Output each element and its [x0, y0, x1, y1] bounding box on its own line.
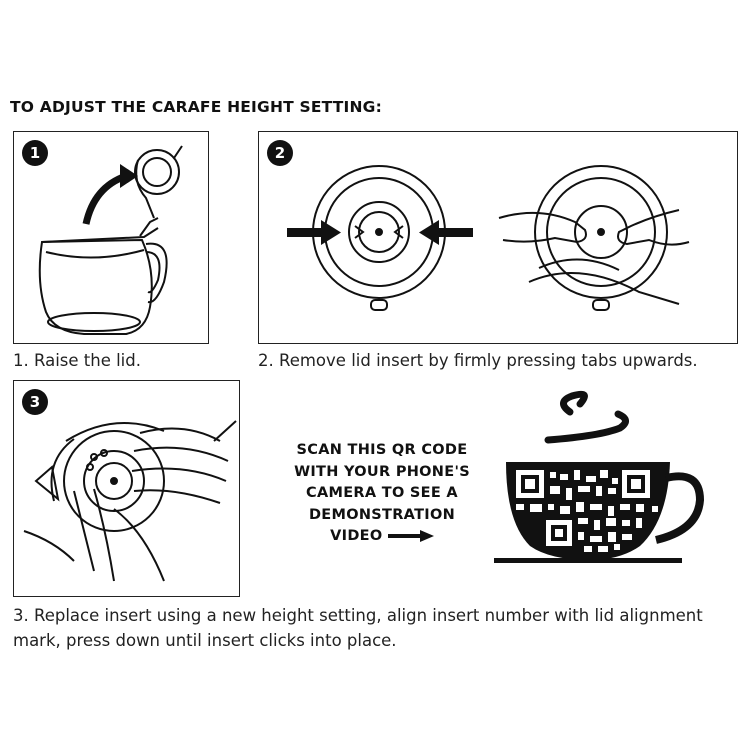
qr-line-1: SCAN THIS QR CODE [296, 442, 468, 458]
step-3-panel: 3 [13, 380, 240, 597]
lid-insert-tabs-illustration-icon [287, 165, 690, 311]
qr-line-5: VIDEO [268, 526, 496, 548]
qr-line-2: WITH YOUR PHONE'S [294, 463, 470, 480]
step-1-caption: 1. Raise the lid. [13, 351, 141, 370]
page-title: TO ADJUST THE CARAFE HEIGHT SETTING: [10, 98, 383, 116]
carafe-lid-raise-illustration-icon [38, 145, 183, 335]
step-1-panel: 1 [13, 131, 209, 344]
qr-line-4: DEMONSTRATION [308, 506, 456, 523]
arrow-right-icon [387, 530, 434, 542]
qr-line-3: CAMERA TO SEE A [306, 485, 458, 501]
step-3-caption: 3. Replace insert using a new height set… [13, 606, 703, 650]
qr-line-5-text: VIDEO [330, 528, 383, 544]
qr-instructions: SCAN THIS QR CODE WITH YOUR PHONE'S CAME… [268, 440, 496, 548]
step-2-badge: 2 [267, 140, 293, 166]
insert-replace-hands-illustration-icon [23, 420, 237, 582]
step-1-badge: 1 [22, 140, 48, 166]
step-3-badge: 3 [22, 389, 48, 415]
step-2-caption: 2. Remove lid insert by firmly pressing … [258, 351, 698, 370]
step-2-panel: 2 [258, 131, 738, 344]
